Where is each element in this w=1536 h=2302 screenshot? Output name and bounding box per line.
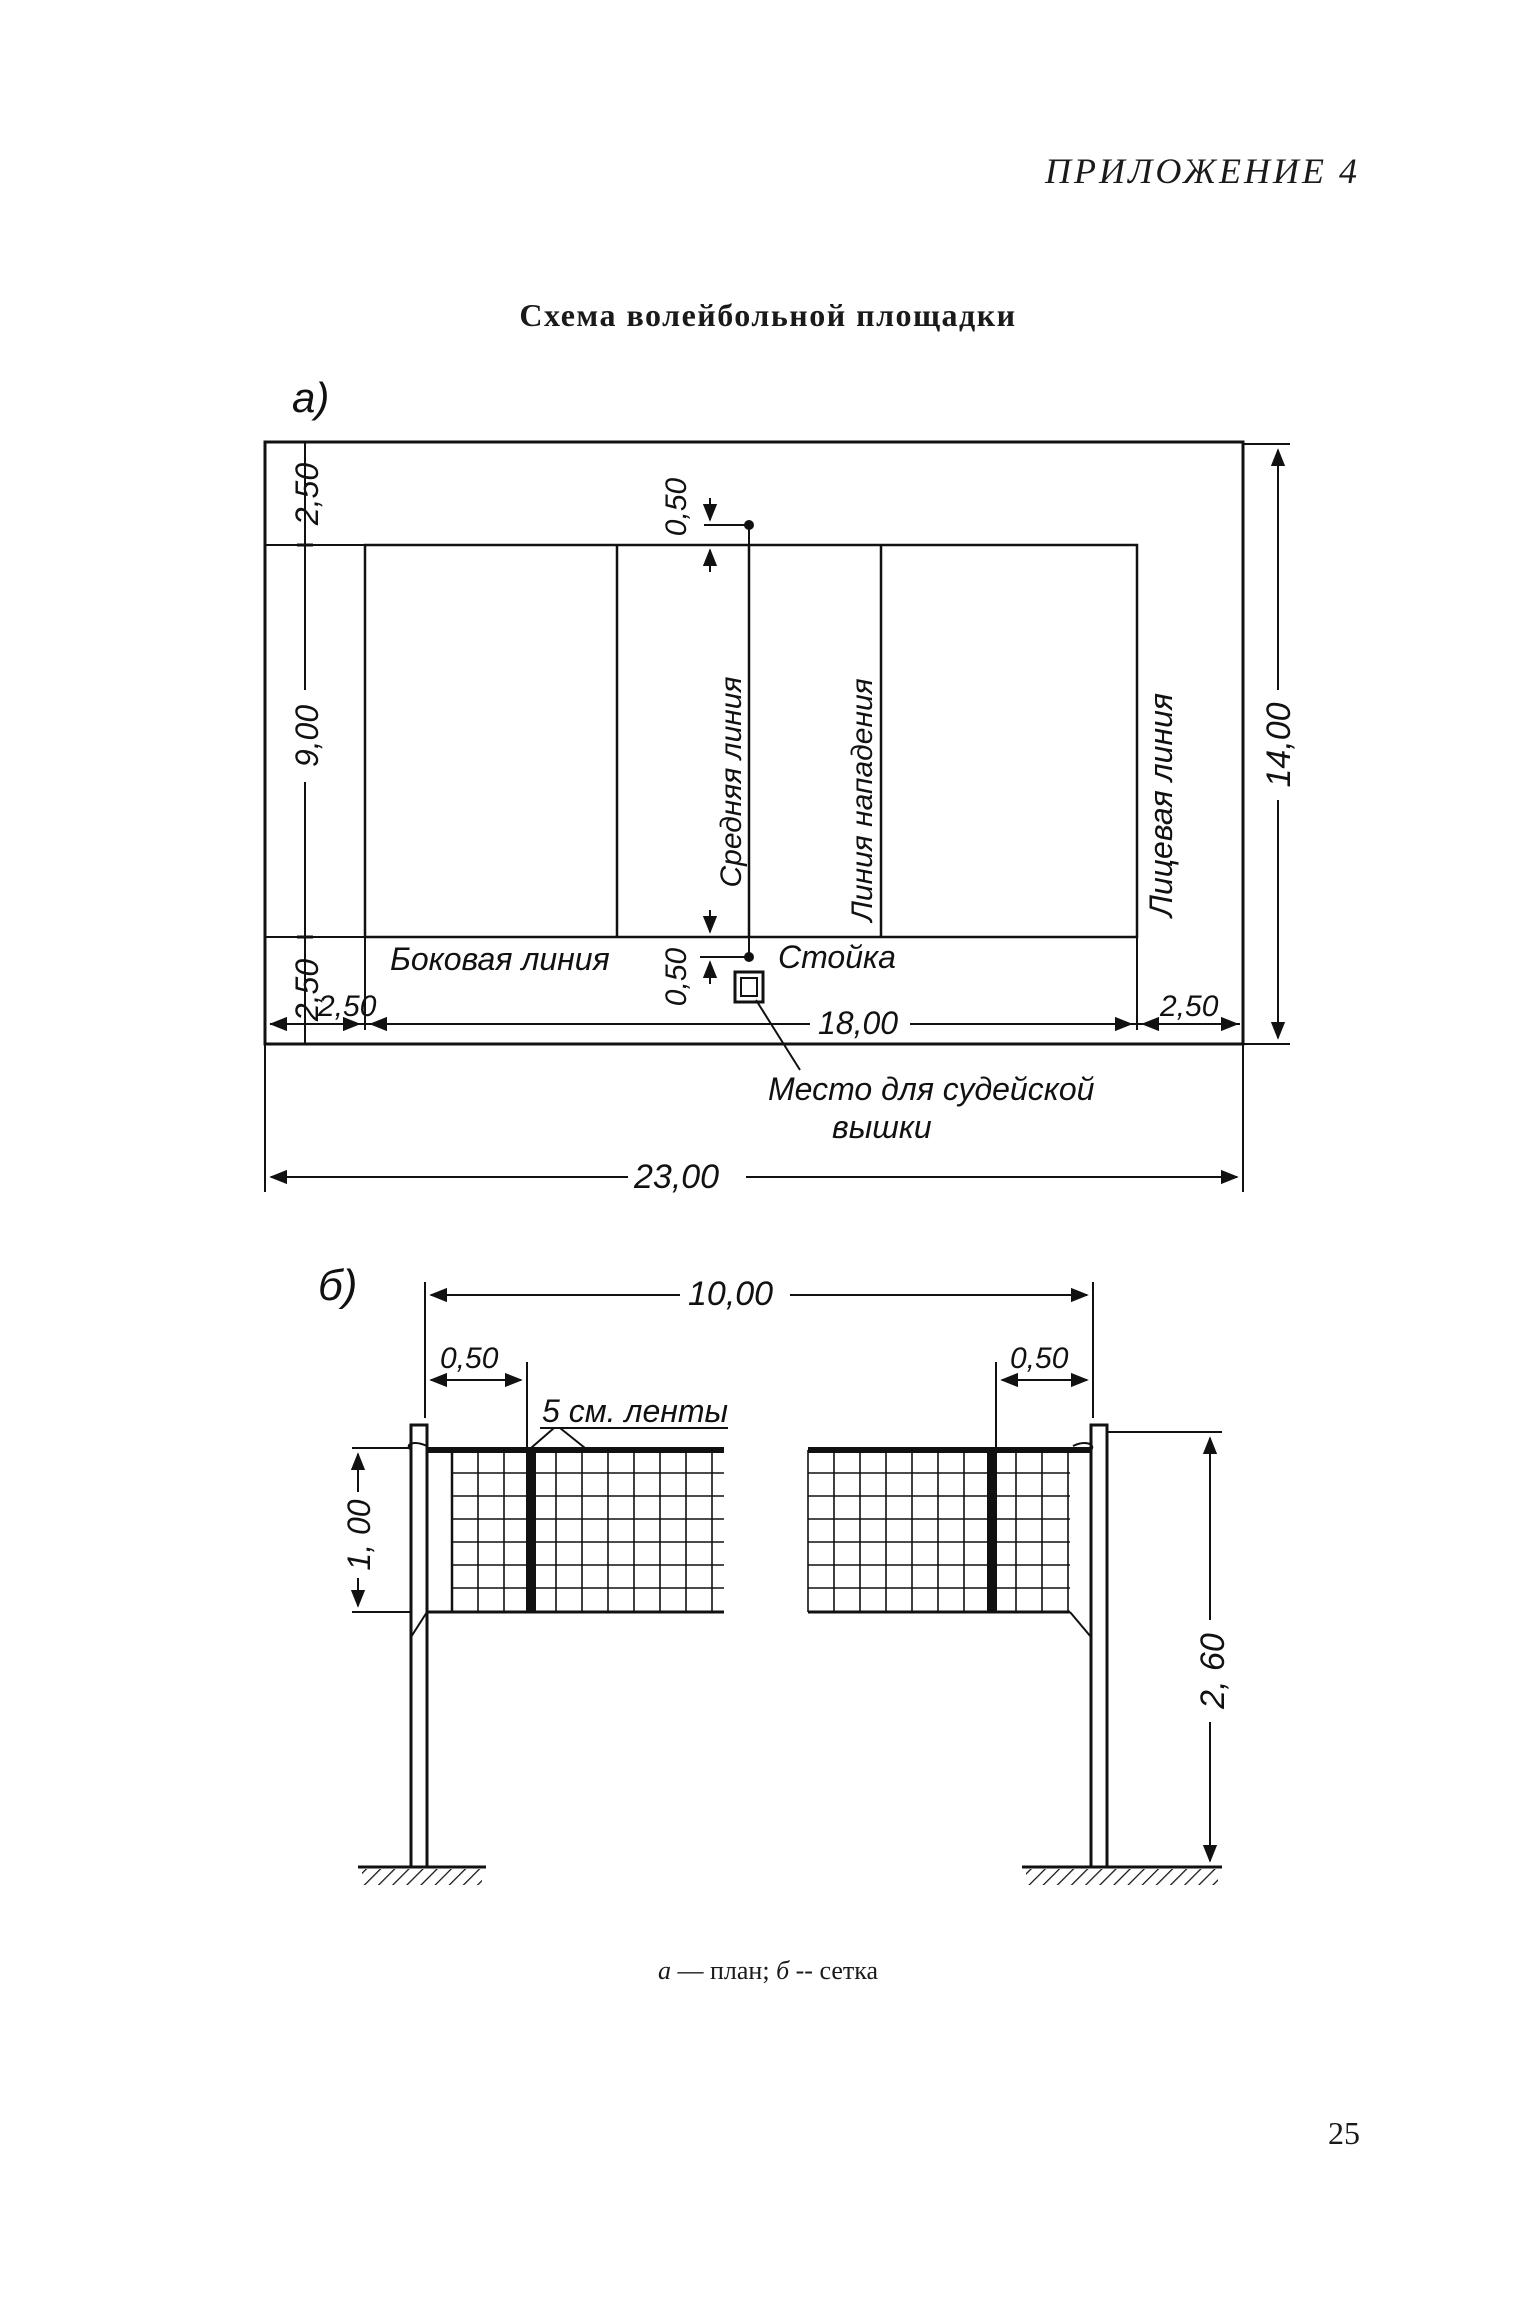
right-post	[1089, 1423, 1109, 1869]
dim-right-offset: 0,50	[1010, 1342, 1069, 1375]
appendix-heading: ПРИЛОЖЕНИЕ 4	[1045, 151, 1360, 191]
dim-left-offset: 0,50	[440, 1342, 499, 1375]
free-zone-outline	[263, 440, 1245, 1046]
caption-letter-b: б	[776, 1956, 790, 1985]
left-net	[407, 1442, 724, 1638]
label-tape: 5 см. ленты	[542, 1393, 728, 1429]
figure-caption: а — план; б -- сетка	[0, 1956, 1536, 1986]
dim-court-width: 9,00	[289, 705, 325, 767]
net-label: б)	[318, 1261, 357, 1310]
post-bottom-icon	[744, 952, 754, 962]
dim-top-margin: 2,50	[289, 463, 325, 526]
referee-stand-icon	[733, 970, 765, 1004]
court-outline	[363, 543, 1139, 939]
left-post	[409, 1423, 429, 1869]
caption-text-a: — план;	[670, 1956, 777, 1985]
ground-right-icon	[1022, 1865, 1222, 1885]
plan-label: а)	[292, 374, 329, 421]
dim-total-length: 23,00	[633, 1158, 719, 1196]
dim-post-distance: 10,00	[688, 1275, 773, 1313]
label-referee-place-1: Место для судейской	[768, 1071, 1095, 1107]
label-referee-place-2: вышки	[832, 1109, 932, 1145]
label-post: Стойка	[778, 939, 896, 975]
dim-net-height: 1, 00	[341, 1499, 377, 1570]
right-net	[807, 1442, 1094, 1638]
dim-bottom-margin: 2,50	[289, 959, 325, 1022]
page-number: 25	[1328, 2115, 1360, 2151]
label-end-line: Лицевая линия	[1143, 693, 1179, 919]
caption-text-b: -- сетка	[789, 1956, 878, 1985]
dim-court-length: 18,00	[818, 1005, 898, 1041]
dim-post-height: 2, 60	[1194, 1633, 1232, 1710]
ground-left-icon	[358, 1865, 486, 1885]
page-title: Схема волейбольной площадки	[519, 297, 1017, 333]
label-attack-line: Линия нападения	[846, 678, 879, 923]
dim-left-margin: 2,50	[317, 990, 377, 1023]
dim-post-offset-top: 0,50	[660, 477, 693, 536]
dim-total-width: 14,00	[1260, 702, 1298, 787]
label-side-line: Боковая линия	[390, 941, 610, 977]
post-top-icon	[744, 520, 754, 530]
caption-letter-a: а	[657, 1956, 671, 1985]
dim-post-offset-bottom: 0,50	[660, 947, 693, 1006]
label-center-line: Средняя линия	[715, 677, 748, 888]
dim-right-margin: 2,50	[1159, 990, 1219, 1023]
